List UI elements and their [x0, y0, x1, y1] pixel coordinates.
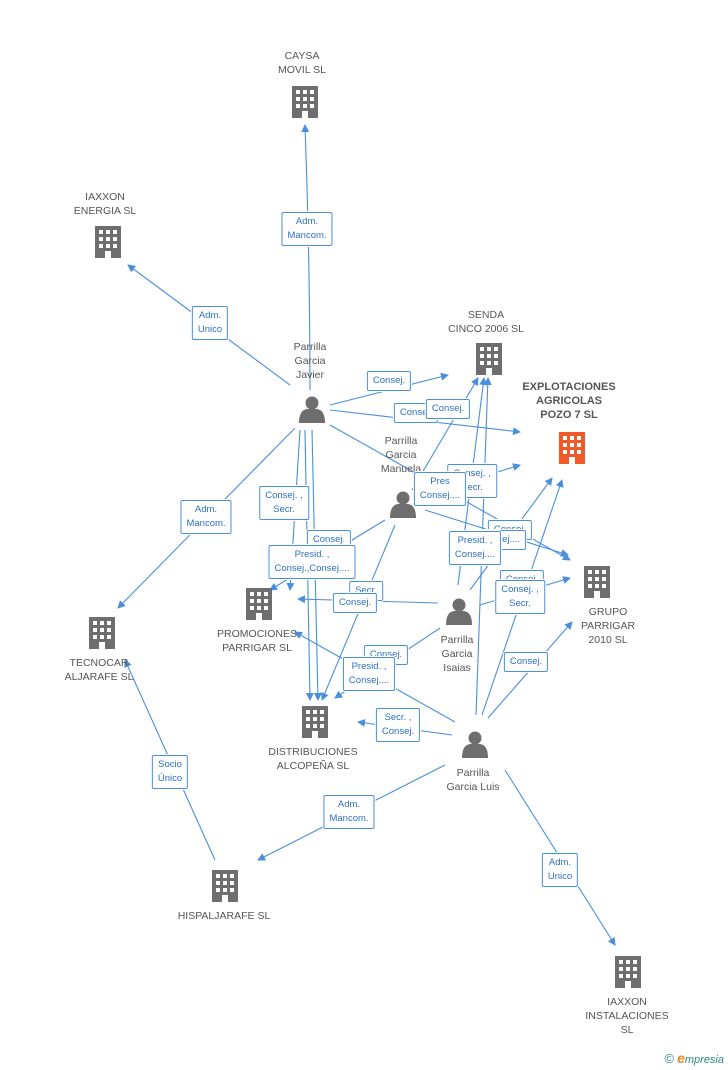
iaxxon-energia-building-icon[interactable]: [95, 226, 121, 258]
relation-box[interactable]: Adm. Mancom.: [281, 212, 333, 246]
footer-brand[interactable]: © empresia: [664, 1050, 724, 1066]
manuela-person-icon[interactable]: [390, 491, 416, 519]
relation-box[interactable]: Secr. , Consej.: [375, 708, 421, 742]
person-label-manuela[interactable]: Parrilla Garcia Manuela: [380, 435, 422, 475]
relation-box[interactable]: Adm. Mancom.: [180, 500, 232, 534]
brand-e: e: [677, 1050, 685, 1066]
company-label-grupo[interactable]: GRUPO PARRIGAR 2010 SL: [580, 606, 636, 646]
relation-box[interactable]: Consej. , Secr.: [495, 580, 545, 614]
company-label-caysa[interactable]: CAYSA MOVIL SL: [277, 50, 327, 76]
relation-box[interactable]: Adm. Unico: [191, 306, 229, 340]
explotaciones-building-icon[interactable]: [559, 432, 585, 464]
company-label-senda[interactable]: SENDA CINCO 2006 SL: [448, 309, 524, 335]
relation-box[interactable]: Presid. , Consej.,Consej....: [268, 545, 356, 579]
copyright-icon: ©: [664, 1051, 675, 1066]
edge-javier-caysa: [301, 124, 311, 391]
company-label-hispaljarafe[interactable]: HISPALJARAFE SL: [177, 910, 271, 922]
relation-box[interactable]: Consej.: [332, 593, 378, 613]
isaias-person-icon[interactable]: [446, 598, 472, 626]
tecnocar-building-icon[interactable]: [89, 617, 115, 649]
relation-box[interactable]: Consej.: [366, 371, 412, 391]
iaxxon-inst-building-icon[interactable]: [615, 956, 641, 988]
relation-box[interactable]: Presid. , Consej....: [342, 657, 396, 691]
person-label-javier[interactable]: Parrilla Garcia Javier: [293, 341, 327, 381]
company-label-iaxxon-inst[interactable]: IAXXON INSTALACIONES SL: [585, 996, 669, 1036]
company-label-iaxxon-energia[interactable]: IAXXON ENERGIA SL: [73, 191, 137, 217]
relation-box[interactable]: Pres Consej....: [413, 472, 467, 506]
luis-person-icon[interactable]: [462, 731, 488, 759]
person-label-luis[interactable]: Parrilla Garcia Luis: [446, 767, 500, 793]
distribuciones-building-icon[interactable]: [302, 706, 328, 738]
person-label-isaias[interactable]: Parrilla Garcia Isaias: [440, 634, 474, 674]
senda-building-icon[interactable]: [476, 343, 502, 375]
relation-box[interactable]: Presid. , Consej....: [448, 531, 502, 565]
company-label-promociones[interactable]: PROMOCIONES PARRIGAR SL: [217, 628, 297, 654]
relation-box[interactable]: Adm. Unico: [541, 853, 579, 887]
company-label-explotaciones[interactable]: EXPLOTACIONES AGRICOLAS POZO 7 SL: [522, 381, 616, 421]
javier-person-icon[interactable]: [299, 396, 325, 424]
hispaljarafe-building-icon[interactable]: [212, 870, 238, 902]
caysa-building-icon[interactable]: [292, 86, 318, 118]
promociones-building-icon[interactable]: [246, 588, 272, 620]
relation-box[interactable]: Consej.: [425, 399, 471, 419]
relation-box[interactable]: Consej.: [503, 652, 549, 672]
company-label-distribuciones[interactable]: DISTRIBUCIONES ALCOPEÑA SL: [268, 746, 358, 772]
grupo-building-icon[interactable]: [584, 566, 610, 598]
relation-box[interactable]: Adm. Mancom.: [323, 795, 375, 829]
edge-manuela-senda: [411, 377, 479, 491]
brand-name: mpresia: [684, 1054, 724, 1066]
relation-box[interactable]: Consej. , Secr.: [259, 486, 309, 520]
company-label-tecnocar[interactable]: TECNOCAR ALJARAFE SL: [64, 657, 134, 683]
relation-box[interactable]: Socio Único: [151, 755, 189, 789]
